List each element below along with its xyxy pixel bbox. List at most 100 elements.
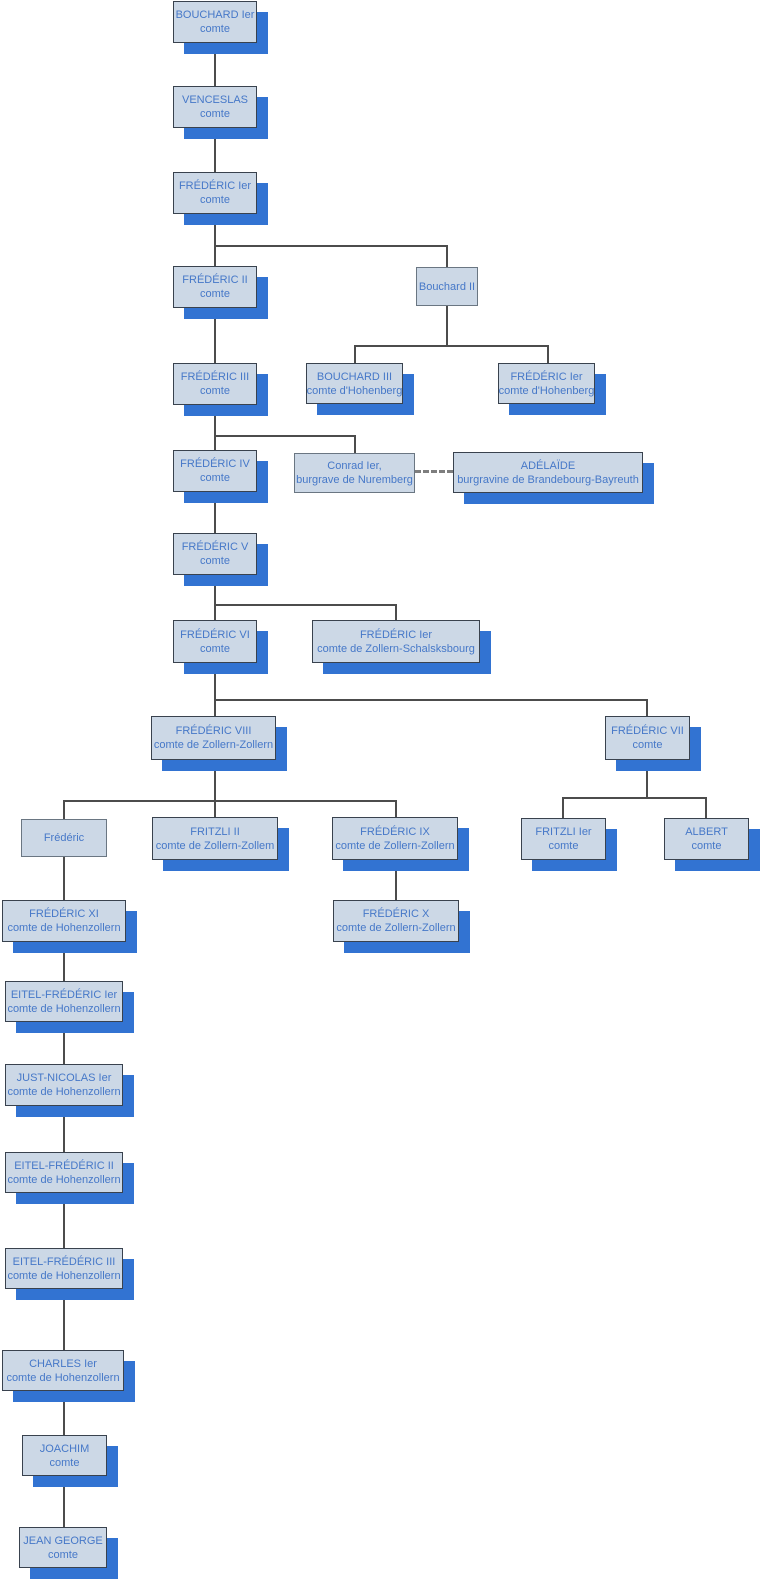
connector-line bbox=[562, 797, 564, 818]
node-subtitle: comte bbox=[200, 108, 230, 120]
node-subtitle: comte de Zollern-Zollem bbox=[155, 839, 275, 852]
node-subtitle: comte de Hohenzollern bbox=[7, 1173, 121, 1186]
node-subtitle: comte de Zollern-Zollern bbox=[153, 739, 274, 751]
connector-line bbox=[214, 214, 216, 266]
node-subtitle: comte bbox=[691, 840, 722, 852]
node-subtitle: comte d'Hohenberg bbox=[498, 384, 595, 397]
connector-line bbox=[562, 797, 707, 799]
connector-line bbox=[214, 43, 216, 86]
connector-line bbox=[214, 575, 216, 620]
node-name: Bouchard II bbox=[418, 280, 476, 293]
node-name: VENCESLAS bbox=[181, 94, 249, 106]
tree-node-albert: ALBERT comte bbox=[664, 818, 749, 860]
node-subtitle: burgravine de Brandebourg-Bayreuth bbox=[457, 473, 639, 486]
connector-line bbox=[63, 857, 65, 900]
node-name: ALBERT bbox=[685, 826, 728, 838]
node-subtitle: comte de Hohenzollern bbox=[7, 922, 121, 934]
connector-line bbox=[395, 860, 397, 900]
connector-line bbox=[395, 604, 397, 620]
node-subtitle: burgrave de Nuremberg bbox=[296, 474, 413, 486]
marriage-dashed-line bbox=[415, 470, 453, 473]
connector-line bbox=[214, 308, 216, 363]
connector-line bbox=[705, 797, 707, 818]
tree-node-frederic-ii: FRÉDÉRIC II comte bbox=[173, 266, 257, 308]
node-subtitle: comte de Zollern-Zollern bbox=[336, 922, 456, 934]
node-subtitle: comte bbox=[200, 555, 230, 567]
connector-line bbox=[214, 604, 397, 606]
node-subtitle: comte de Hohenzollern bbox=[6, 1371, 120, 1384]
node-name: JOACHIM bbox=[39, 1442, 90, 1455]
node-subtitle: comte bbox=[548, 840, 579, 852]
node-name: BOUCHARD Ier bbox=[175, 9, 255, 21]
node-name: Conrad Ier, bbox=[327, 460, 382, 472]
node-name: FRÉDÉRIC Ier bbox=[178, 180, 252, 192]
node-subtitle: comte bbox=[200, 194, 230, 206]
node-name: FRÉDÉRIC II bbox=[182, 274, 248, 286]
connector-line bbox=[63, 1022, 65, 1064]
connector-line bbox=[63, 1476, 65, 1527]
node-subtitle: comte bbox=[48, 1548, 78, 1561]
node-subtitle: comte bbox=[200, 385, 230, 397]
node-name: EITEL-FRÉDÉRIC III bbox=[12, 1255, 116, 1268]
connector-line bbox=[214, 435, 355, 437]
node-subtitle: comte bbox=[200, 288, 230, 300]
connector-line bbox=[214, 405, 216, 450]
connector-line bbox=[214, 760, 216, 800]
node-name: ADÉLAÏDE bbox=[520, 459, 576, 472]
connector-line bbox=[214, 245, 448, 247]
node-name: FRÉDÉRIC VIII bbox=[175, 725, 252, 737]
node-subtitle: comte de Hohenzollern bbox=[7, 1269, 121, 1282]
node-name: FRITZLI II bbox=[190, 825, 240, 838]
node-name: FRÉDÉRIC V bbox=[181, 541, 249, 553]
node-name: FRÉDÉRIC IV bbox=[180, 458, 250, 470]
connector-line bbox=[63, 1289, 65, 1350]
node-subtitle: comte d'Hohenberg bbox=[306, 384, 403, 397]
connector-line bbox=[63, 942, 65, 981]
node-name: FRÉDÉRIC IX bbox=[360, 825, 430, 838]
connector-line bbox=[63, 1106, 65, 1152]
node-subtitle: comte de Hohenzollern bbox=[7, 1002, 121, 1015]
connector-line bbox=[214, 663, 216, 716]
connector-line bbox=[214, 492, 216, 533]
tree-node-conrad-i: Conrad Ier, burgrave de Nuremberg bbox=[294, 453, 415, 493]
tree-node-frederic-viii: FRÉDÉRIC VIII comte de Zollern-Zollern bbox=[151, 716, 276, 760]
tree-node-venceslas: VENCESLAS comte bbox=[173, 86, 257, 128]
connector-line bbox=[63, 800, 397, 802]
node-name: BOUCHARD III bbox=[316, 370, 393, 383]
tree-node-frederic: Frédéric bbox=[21, 819, 107, 857]
connector-line bbox=[214, 128, 216, 172]
node-name: FRÉDÉRIC Ier bbox=[510, 370, 583, 383]
node-subtitle: comte de Hohenzollern bbox=[7, 1086, 121, 1098]
node-name: JUST-NICOLAS Ier bbox=[16, 1072, 112, 1084]
connector-line bbox=[214, 800, 216, 817]
tree-node-just-nicolas-i: JUST-NICOLAS Ier comte de Hohenzollern bbox=[5, 1064, 123, 1106]
node-subtitle: comte bbox=[200, 472, 230, 484]
connector-line bbox=[63, 1193, 65, 1248]
node-name: EITEL-FRÉDÉRIC II bbox=[14, 1159, 114, 1172]
connector-line bbox=[446, 306, 448, 345]
tree-node-frederic-iv: FRÉDÉRIC IV comte bbox=[173, 450, 257, 492]
node-name: FRITZLI Ier bbox=[535, 826, 592, 838]
connector-line bbox=[646, 760, 648, 797]
connector-line bbox=[354, 435, 356, 453]
node-name: FRÉDÉRIC VI bbox=[180, 628, 250, 641]
tree-node-frederic-v: FRÉDÉRIC V comte bbox=[173, 533, 257, 575]
node-subtitle: comte bbox=[200, 642, 230, 655]
connector-line bbox=[354, 345, 549, 347]
node-name: FRÉDÉRIC Ier bbox=[359, 628, 433, 641]
connector-line bbox=[63, 1391, 65, 1435]
tree-node-frederic-i: FRÉDÉRIC Ier comte bbox=[173, 172, 257, 214]
tree-node-fritzli-i: FRITZLI Ier comte bbox=[521, 818, 606, 860]
node-name: FRÉDÉRIC XI bbox=[29, 908, 99, 920]
